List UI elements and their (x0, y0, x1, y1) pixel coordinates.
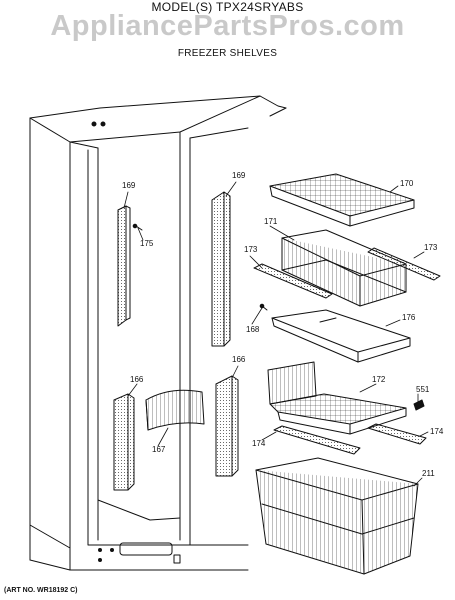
model-title: MODEL(S) TPX24SRYABS (151, 0, 304, 14)
callout-167: 167 (152, 445, 166, 454)
bracket-166-left (113, 393, 135, 491)
callout-551: 551 (416, 385, 430, 394)
bracket-166-right (215, 375, 239, 477)
callout-168: 168 (246, 325, 260, 334)
screw-168 (259, 303, 268, 311)
callout-211: 211 (422, 469, 435, 478)
leader-lines (123, 181, 429, 487)
callout-169-left: 169 (122, 181, 136, 190)
rail-169-right (211, 191, 231, 347)
callout-171: 171 (264, 217, 278, 226)
rail-169-left (117, 205, 131, 327)
callout-174-right: 174 (430, 427, 444, 436)
callout-175: 175 (140, 239, 154, 248)
callout-172: 172 (372, 375, 386, 384)
screw-175 (132, 223, 143, 231)
section-title: FREEZER SHELVES (177, 48, 278, 59)
shelf-172 (267, 361, 407, 435)
callout-166-right: 166 (232, 355, 246, 364)
shelf-170 (269, 173, 415, 227)
slide-rail-174-right (367, 423, 427, 445)
callout-173-right: 173 (424, 243, 438, 252)
callout-173-left: 173 (244, 245, 258, 254)
art-number: (ART NO. WR18192 C) (4, 587, 78, 594)
vent-cover-167 (145, 389, 205, 431)
shelf-frame-176 (271, 309, 411, 363)
callout-174-left: 174 (252, 439, 266, 448)
freezer-cabinet (29, 95, 287, 571)
clip-551 (413, 399, 425, 411)
basket-171 (281, 229, 407, 307)
basket-211 (255, 457, 419, 575)
watermark-logo: AppliancePartsPros.com (50, 10, 405, 42)
callout-170: 170 (400, 179, 414, 188)
callout-169-right: 169 (232, 171, 246, 180)
callout-166-left: 166 (130, 375, 144, 384)
trim-rail-173-right (367, 247, 441, 281)
slide-rail-174-left (273, 425, 361, 455)
callout-176: 176 (402, 313, 416, 322)
